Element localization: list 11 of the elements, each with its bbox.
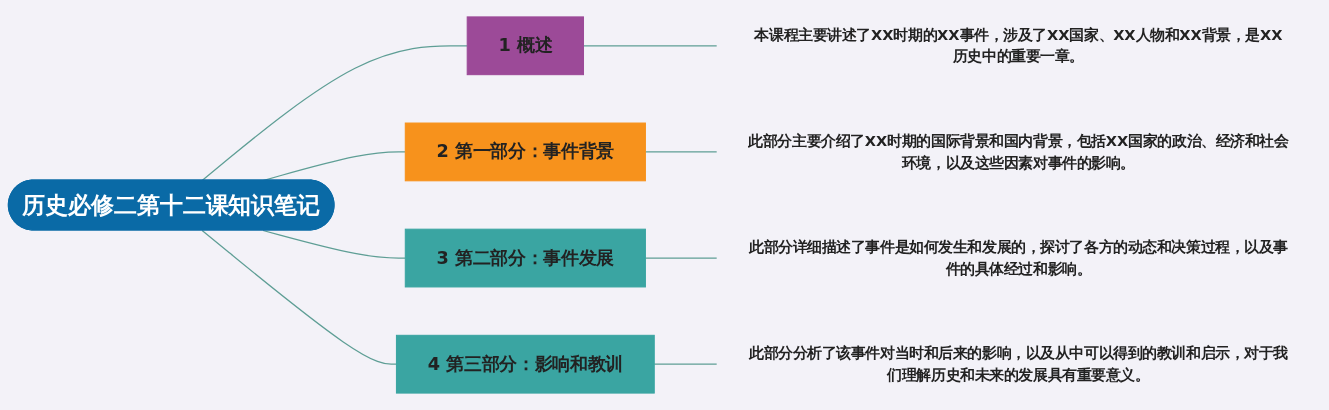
node-box: 1 概述 <box>466 16 585 76</box>
connector <box>645 151 718 153</box>
connector <box>583 45 718 47</box>
node-text: 此部分分析了该事件对当时和后来的影响，以及从中可以得到的教训和启示，对于我们理解历史和未来的发展具有重要意义。 <box>749 344 1289 383</box>
node-box: 2 第一部分：事件背景 <box>405 122 647 182</box>
node-box: 4 第三部分：影响和教训 <box>396 334 655 394</box>
connector <box>645 257 718 259</box>
node-box: 3 第二部分：事件发展 <box>405 228 647 288</box>
node-text: 此部分详细描述了事件是如何发生和发展的，探讨了各方的动态和决策过程，以及事件的具体经过和影响。 <box>749 238 1289 277</box>
node-text: 本课程主要讲述了XX时期的XX事件，涉及了XX国家、XX人物和XX背景，是XX历史中的重要一章。 <box>754 26 1283 65</box>
node-text: 此部分主要介绍了XX时期的国际背景和国内背景，包括XX国家的政治、经济和社会环境，以及这些因素对事件的影响。 <box>748 132 1289 171</box>
